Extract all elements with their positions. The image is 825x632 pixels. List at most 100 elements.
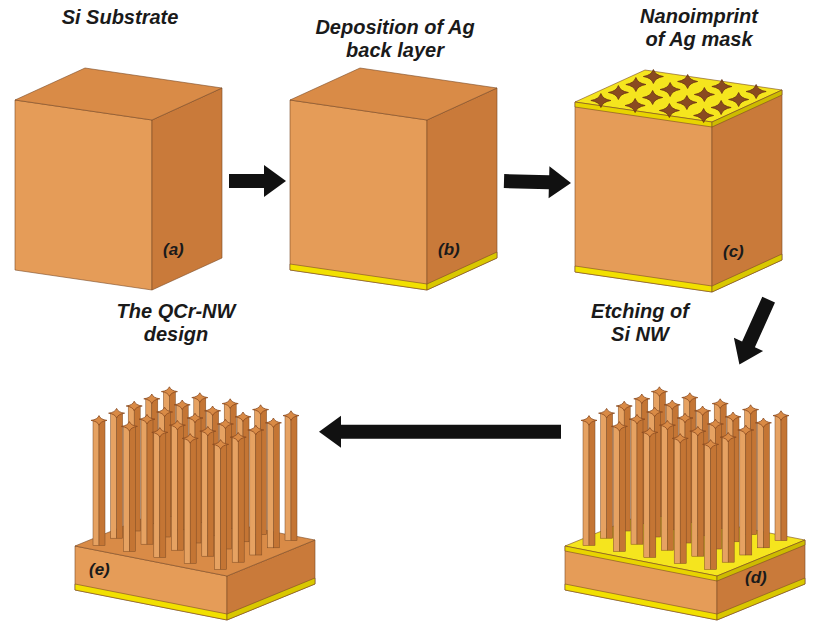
mask-opening bbox=[608, 86, 628, 100]
nanowire-cap bbox=[682, 393, 698, 403]
nanowire bbox=[117, 413, 123, 538]
step-heading: Etching of Si NW bbox=[583, 300, 697, 346]
step-letter: (e) bbox=[89, 560, 110, 580]
nanowire-cap bbox=[581, 416, 597, 426]
nanowire-cap bbox=[230, 432, 246, 442]
nanowire-cap bbox=[169, 420, 185, 430]
nanowire-cap bbox=[161, 387, 177, 397]
mask-opening bbox=[643, 91, 663, 105]
nanowire-cap bbox=[677, 413, 693, 423]
nanowire-cap bbox=[651, 387, 667, 397]
nanowire bbox=[208, 431, 214, 556]
nanowire-cap bbox=[743, 405, 759, 415]
step-letter: (b) bbox=[438, 240, 460, 260]
ag-back-layer bbox=[290, 264, 427, 290]
mask-opening bbox=[626, 78, 646, 92]
nanowire-cap bbox=[703, 440, 719, 450]
substrate-front-face bbox=[290, 100, 427, 290]
nanowire-cap bbox=[144, 394, 160, 404]
nanowire-cap bbox=[235, 412, 251, 422]
nanowire-cap bbox=[634, 394, 650, 404]
stage-illustration bbox=[565, 368, 805, 623]
nanowire bbox=[674, 438, 680, 563]
nanowire-cap bbox=[217, 419, 233, 429]
nanowire bbox=[154, 432, 160, 557]
nanowire bbox=[232, 437, 238, 562]
mask-opening bbox=[660, 83, 680, 97]
nanowire bbox=[202, 431, 208, 556]
nanowire bbox=[129, 426, 135, 551]
nanowire-cap bbox=[182, 434, 198, 444]
nanowire bbox=[711, 444, 717, 569]
process-arrow bbox=[734, 297, 775, 365]
nanowire-cap bbox=[121, 422, 137, 432]
nanowire-cap bbox=[157, 407, 173, 417]
stage-illustration bbox=[15, 68, 225, 294]
mask-opening bbox=[591, 94, 611, 108]
mask-opening bbox=[625, 99, 645, 113]
substrate-front-face bbox=[575, 102, 712, 292]
nanowire-cap bbox=[139, 414, 155, 424]
nanowire-cap bbox=[672, 434, 688, 444]
process-arrow bbox=[319, 416, 561, 448]
process-arrow bbox=[504, 166, 571, 198]
nanowire-cap bbox=[690, 426, 706, 436]
mask-opening bbox=[659, 104, 679, 118]
nanowire bbox=[637, 419, 643, 544]
mask-opening bbox=[677, 96, 697, 110]
ag-back-layer bbox=[575, 266, 712, 292]
nanowire bbox=[763, 423, 769, 548]
process-stage: Nanoimprint of Ag mask(c) bbox=[575, 70, 785, 296]
mask-opening bbox=[711, 101, 731, 115]
nanowire bbox=[184, 438, 190, 563]
nanowire bbox=[123, 426, 129, 551]
nanowire bbox=[619, 426, 625, 551]
nanowire-cap bbox=[695, 406, 711, 416]
nanowire-cap bbox=[192, 393, 208, 403]
mask-opening bbox=[678, 75, 698, 89]
nanowire bbox=[190, 438, 196, 563]
nanowire bbox=[613, 426, 619, 551]
nanowire-cap bbox=[755, 418, 771, 428]
nanowire-cap bbox=[720, 432, 736, 442]
nanowire-cap bbox=[707, 419, 723, 429]
nanowire bbox=[256, 430, 262, 555]
nanowire-cap bbox=[200, 426, 216, 436]
ag-mask-edge bbox=[712, 90, 782, 127]
nanowire bbox=[589, 420, 595, 545]
nanowire bbox=[680, 438, 686, 563]
nanowire-cap bbox=[647, 407, 663, 417]
nanowire bbox=[607, 413, 613, 538]
mask-opening bbox=[643, 70, 663, 84]
nanowire bbox=[650, 432, 656, 557]
nanowire bbox=[692, 431, 698, 556]
nanowire bbox=[238, 437, 244, 562]
process-stage: The QCr-NW design(e) bbox=[75, 368, 315, 623]
step-heading: Nanoimprint of Ag mask bbox=[631, 5, 767, 51]
mask-opening bbox=[712, 80, 732, 94]
substrate-top-face bbox=[290, 68, 497, 120]
nanowire-cap bbox=[738, 425, 754, 435]
nanowire bbox=[631, 419, 637, 544]
nanowire bbox=[99, 420, 105, 545]
nanowire-cap bbox=[773, 411, 789, 421]
nanowire-cap bbox=[611, 422, 627, 432]
process-stage: Etching of Si NW(d) bbox=[565, 368, 805, 623]
nanowire bbox=[728, 437, 734, 562]
substrate-top-face bbox=[15, 68, 222, 120]
nanowire bbox=[177, 425, 183, 550]
substrate-side-face bbox=[712, 90, 782, 292]
nanowire-cap bbox=[187, 413, 203, 423]
nanowire bbox=[667, 425, 673, 550]
stage-illustration bbox=[575, 70, 785, 296]
substrate-top-face bbox=[575, 70, 782, 122]
nanowire-cap bbox=[725, 412, 741, 422]
nanowire bbox=[740, 430, 746, 555]
nanowire bbox=[215, 444, 221, 569]
nanowire bbox=[171, 425, 177, 550]
nanowire-cap bbox=[712, 399, 728, 409]
nanowire-cap bbox=[265, 418, 281, 428]
nanowire bbox=[775, 416, 781, 541]
ag-back-layer bbox=[75, 584, 227, 620]
substrate-side-face bbox=[427, 88, 497, 290]
